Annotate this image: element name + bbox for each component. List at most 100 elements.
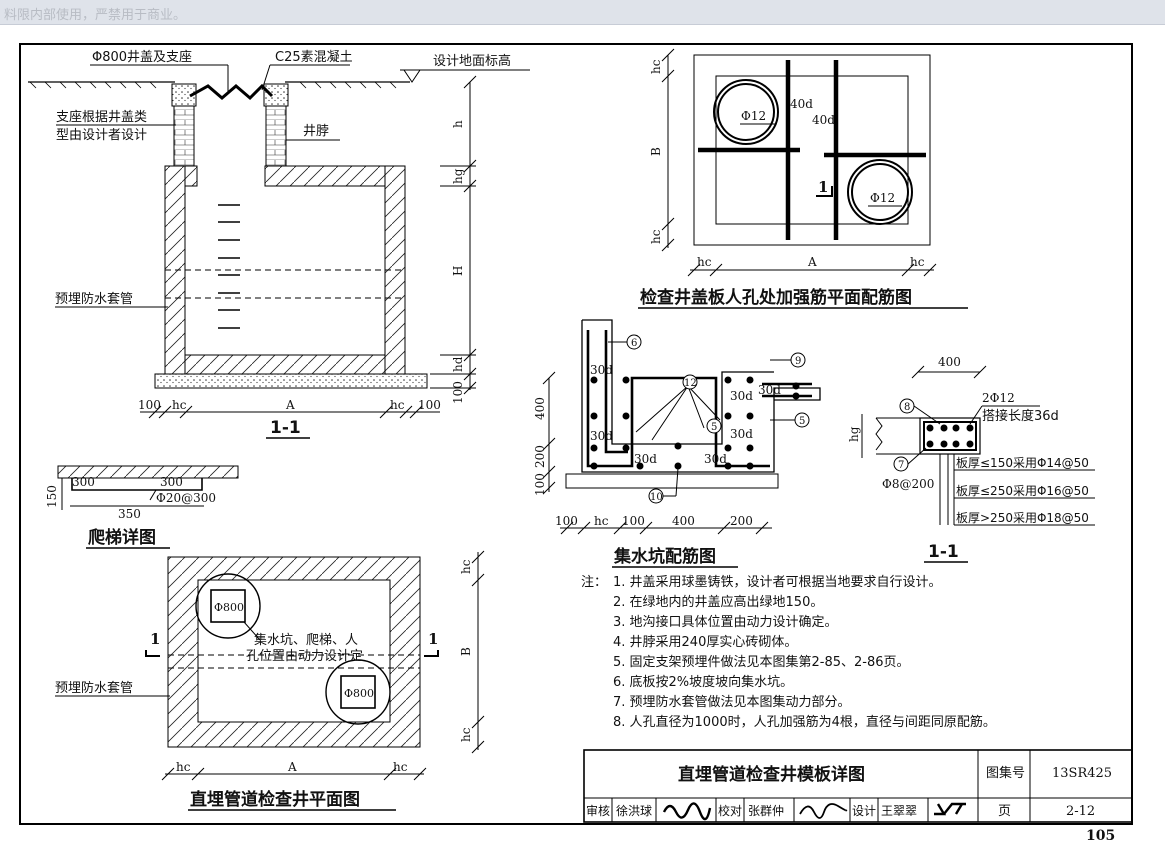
beam-rule-3: 板厚>250采用Φ18@50 — [956, 511, 1089, 525]
ladder-rebar: Φ20@300 — [156, 491, 216, 505]
plan-dim-hc-top: hc — [459, 559, 473, 574]
plan-note-2: 孔位置由动力设计定 — [246, 649, 363, 664]
note-item-1: 1. 井盖采用球墨铸铁，设计者可根据当地要求自行设计。 — [613, 574, 942, 590]
watermark-text: 料限内部使用，严禁用于商业。 — [4, 8, 187, 23]
checker-signature — [799, 803, 848, 819]
sump-mark-5a: 5 — [711, 422, 717, 433]
section-title: 1-1 — [270, 418, 301, 438]
beam-rule-2: 板厚≤250采用Φ16@50 — [956, 484, 1089, 498]
ladder-title: 爬梯详图 — [88, 527, 156, 548]
plan-section-mark-left: 1 — [150, 630, 160, 648]
plan-circle-label-1: Φ800 — [214, 601, 244, 614]
ladder-dim-300a: 300 — [72, 475, 95, 489]
atlas-number: 13SR425 — [1052, 766, 1112, 781]
checker-name: 张群仲 — [748, 804, 784, 818]
sump-30d-1: 30d — [590, 363, 613, 377]
plan-dim-B: B — [459, 647, 473, 656]
dim-100-left: 100 — [138, 398, 161, 412]
beam-lap: 搭接长度36d — [982, 408, 1059, 424]
title-block: 直埋管道检查井模板详图 图集号 13SR425 审核 徐洪球 校对 张群仲 设计… — [583, 749, 1133, 823]
neck-label: 井脖 — [303, 123, 329, 139]
beam-mark-7: 7 — [898, 460, 904, 471]
watermark-bar: 料限内部使用，严禁用于商业。 — [0, 0, 1165, 25]
sump-mark-9: 9 — [795, 356, 801, 367]
concrete-label: C25素混凝土 — [275, 49, 353, 65]
plan-dim-A: A — [287, 760, 297, 774]
dim-A: A — [285, 398, 295, 412]
sump-title: 集水坑配筋图 — [613, 546, 716, 567]
design-label: 设计 — [852, 804, 876, 818]
ladder-dim-150: 150 — [45, 485, 59, 508]
cover-dim-hc-bottom: hc — [649, 229, 663, 244]
page-number: 105 — [1086, 828, 1115, 841]
ladder-detail: 300 300 Φ20@300 150 350 爬梯详图 — [45, 465, 239, 549]
section-view: 设计地面标高 Φ800井盖及支座 C25素混凝土 支座根据井盖类 型由设计者设计… — [28, 49, 530, 439]
sleeve-label: 预埋防水套管 — [55, 291, 133, 307]
beam-mark-8: 8 — [904, 402, 910, 413]
note-item-7: 7. 预埋防水套管做法见本图集动力部分。 — [613, 694, 851, 710]
cover-dim-hc-left: hc — [697, 255, 712, 269]
notes-head: 注： — [581, 575, 607, 590]
beam-dim-hg: hg — [847, 426, 861, 442]
plan-sleeve-label: 预埋防水套管 — [55, 680, 133, 696]
reviewer-signature — [662, 802, 712, 821]
review-label: 审核 — [586, 803, 610, 818]
sump-dim-200-h: 200 — [730, 514, 753, 528]
sump-30d-3: 30d — [634, 452, 657, 466]
plan-note-1: 集水坑、爬梯、人 — [254, 632, 358, 648]
sump-30d-6: 30d — [730, 427, 753, 441]
plan-title: 直埋管道检查井平面图 — [190, 789, 360, 810]
note-item-5: 5. 固定支架预埋件做法见本图集第2-85、2-86页。 — [613, 654, 910, 670]
sump-dim-hc: hc — [594, 514, 609, 528]
plan-dim-hc-bottom: hc — [459, 727, 473, 742]
dim-h: h — [451, 120, 465, 128]
note-item-6: 6. 底板按2%坡度坡向集水坑。 — [613, 674, 793, 690]
cover-rebar-2: Φ12 — [870, 191, 895, 205]
ladder-dim-350: 350 — [118, 507, 141, 521]
dim-H: H — [451, 266, 465, 276]
sump-dim-100-v: 100 — [533, 473, 547, 496]
reviewer-name: 徐洪球 — [616, 803, 652, 818]
plan-view: Φ800 Φ800 集水坑、爬梯、人 孔位置由动力设计定 预埋防水套管 1 1 … — [55, 550, 485, 811]
cover-dim-40d-1: 40d — [790, 97, 813, 111]
support-label-1: 支座根据井盖类 — [56, 110, 147, 125]
sump-mark-10: 10 — [650, 492, 663, 503]
note-item-4: 4. 井脖采用240厚实心砖砌体。 — [613, 634, 797, 650]
plan-dim-hc-right: hc — [393, 760, 408, 774]
sump-mark-6: 6 — [631, 338, 637, 349]
plan-dim-hc-left: hc — [176, 760, 191, 774]
sump-mark-5b: 5 — [799, 416, 805, 427]
sump-detail: 30d 30d 30d 30d 30d 30d 30d 12 6 9 5 5 1… — [533, 319, 821, 568]
cover-dim-A: A — [807, 255, 817, 269]
beam-section: 400 2Φ12 搭接长度36d 8 7 hg Φ8@200 板厚≤150采用Φ… — [847, 355, 1095, 563]
cover-dim-hc-top: hc — [649, 59, 663, 74]
sheet-title: 直埋管道检查井模板详图 — [678, 764, 865, 785]
beam-title: 1-1 — [928, 542, 959, 562]
dim-100-far: 100 — [418, 398, 441, 412]
sump-dim-400-h: 400 — [672, 514, 695, 528]
sump-30d-5: 30d — [730, 389, 753, 403]
ladder-dim-300b: 300 — [160, 475, 183, 489]
designer-signature — [934, 802, 966, 816]
note-item-2: 2. 在绿地内的井盖应高出绿地150。 — [613, 594, 823, 610]
cover-dim-40d-2: 40d — [812, 113, 835, 127]
plan-section-mark-right: 1 — [428, 630, 438, 648]
plan-circle-label-2: Φ800 — [344, 687, 374, 700]
beam-rule-1: 板厚≤150采用Φ14@50 — [956, 456, 1089, 470]
check-label: 校对 — [718, 803, 742, 818]
beam-stirrup: Φ8@200 — [882, 477, 934, 491]
sheet-frame — [19, 43, 1133, 825]
sump-dim-100-a: 100 — [555, 514, 578, 528]
cover-plan: Φ12 Φ12 40d 40d 1 hc B hc hc A hc 检查井盖板人… — [638, 48, 968, 309]
support-label-2: 型由设计者设计 — [56, 128, 147, 143]
dim-hc-left: hc — [172, 398, 187, 412]
sump-30d-4: 30d — [704, 452, 727, 466]
sump-mark-12: 12 — [684, 378, 697, 389]
atlas-label: 图集号 — [986, 765, 1025, 781]
sump-30d-7: 30d — [758, 383, 781, 397]
sump-dim-200-v: 200 — [533, 445, 547, 468]
cover-dim-B: B — [649, 147, 663, 156]
ground-elevation-label: 设计地面标高 — [433, 53, 511, 69]
designer-name: 王翠翠 — [881, 804, 917, 818]
